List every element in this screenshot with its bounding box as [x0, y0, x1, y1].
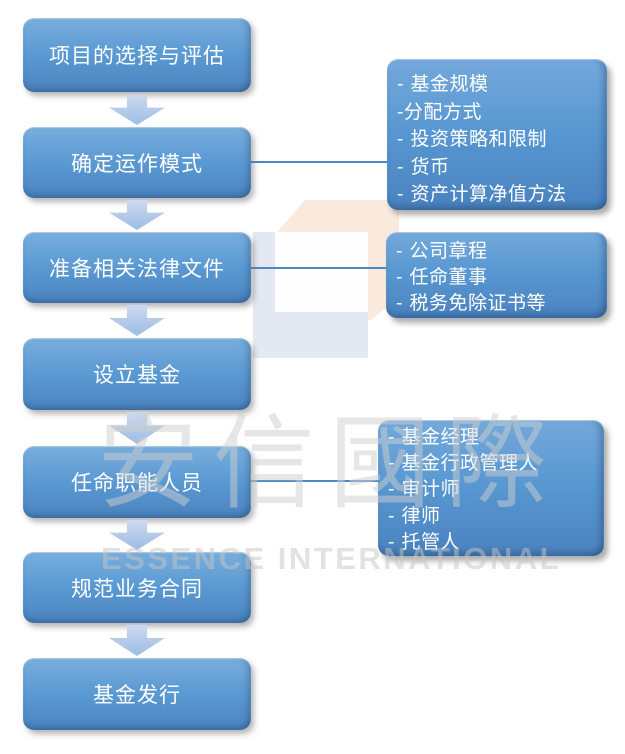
flow-step-legal-documents: 准备相关法律文件 — [23, 232, 251, 303]
flow-step-label: 基金发行 — [93, 683, 181, 707]
detail-item: - 律师 — [388, 504, 441, 527]
connector-line-legal-docs — [251, 267, 388, 269]
detail-item: - 任命董事 — [396, 266, 488, 288]
flow-step-fund-issuance: 基金发行 — [23, 658, 251, 730]
flow-step-establish-fund: 设立基金 — [23, 338, 251, 410]
connector-line-personnel — [251, 480, 380, 482]
detail-item: - 基金经理 — [388, 426, 480, 448]
down-arrow-icon — [109, 412, 165, 444]
flow-step-label: 规范业务合同 — [71, 576, 203, 601]
detail-item: - 基金行政管理人 — [388, 452, 538, 475]
detail-item: -分配方式 — [397, 100, 482, 123]
detail-item: - 资产计算净值方法 — [397, 183, 567, 205]
flow-step-label: 任命职能人员 — [71, 471, 203, 495]
essence-logo-watermark — [253, 198, 399, 360]
detail-box-operation-mode: - 基金规模 -分配方式 - 投资策略和限制 - 货币 - 资产计算净值方法 — [387, 59, 607, 210]
flow-step-label: 项目的选择与评估 — [49, 44, 225, 68]
flow-step-project-selection: 项目的选择与评估 — [23, 18, 251, 92]
down-arrow-icon — [109, 200, 165, 230]
down-arrow-icon — [109, 520, 165, 550]
detail-item: - 基金规模 — [397, 73, 489, 95]
detail-item: - 投资策略和限制 — [397, 128, 547, 150]
down-arrow-icon — [109, 95, 165, 125]
flow-step-label: 确定运作模式 — [71, 151, 203, 176]
detail-box-legal-docs: - 公司章程 - 任命董事 - 税务免除证书等 — [386, 232, 607, 318]
detail-item: - 税务免除证书等 — [396, 292, 546, 314]
down-arrow-icon — [109, 305, 165, 336]
logo-white-square — [275, 232, 368, 312]
flow-step-operation-mode: 确定运作模式 — [23, 127, 251, 198]
flow-step-business-contracts: 规范业务合同 — [23, 552, 251, 623]
flow-step-label: 准备相关法律文件 — [49, 256, 225, 281]
detail-item: - 托管人 — [388, 530, 460, 553]
flow-step-appoint-personnel: 任命职能人员 — [23, 446, 251, 518]
detail-item: - 货币 — [397, 155, 450, 178]
flow-step-label: 设立基金 — [93, 363, 181, 387]
connector-line-operation-mode — [251, 161, 389, 163]
detail-item: - 审计师 — [388, 478, 460, 501]
down-arrow-icon — [109, 625, 165, 656]
detail-box-personnel: - 基金经理 - 基金行政管理人 - 审计师 - 律师 - 托管人 — [378, 420, 604, 556]
detail-item: - 公司章程 — [396, 240, 488, 262]
